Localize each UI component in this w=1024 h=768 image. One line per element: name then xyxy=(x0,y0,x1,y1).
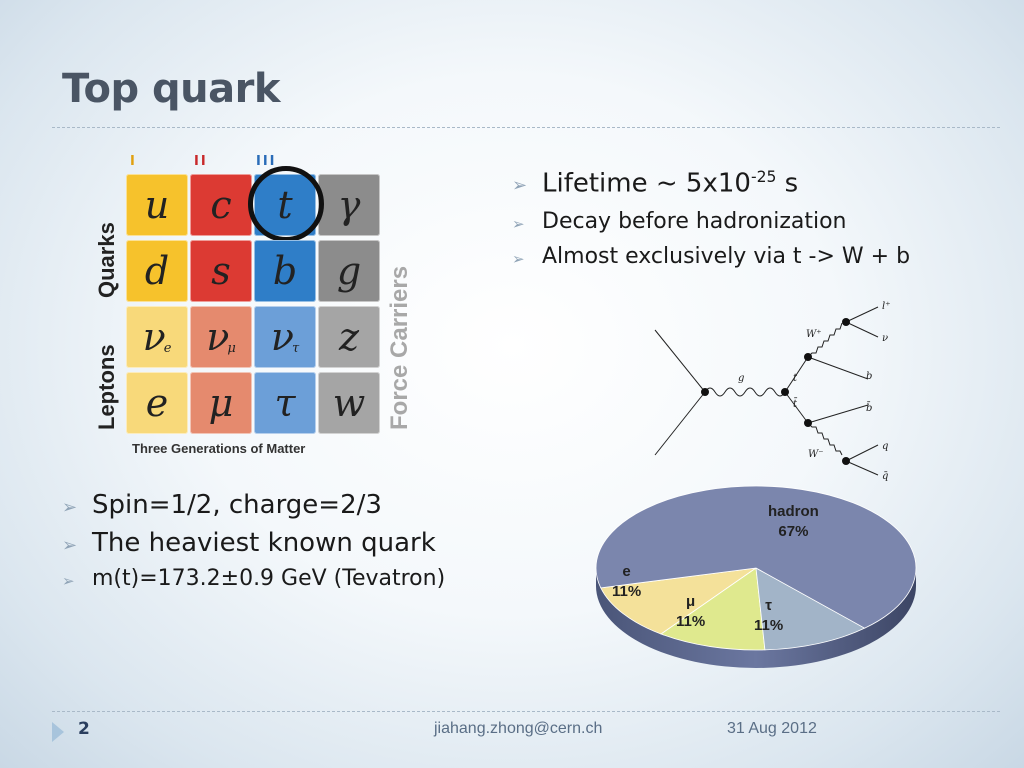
quark-out-line xyxy=(845,444,879,462)
pie-label-e-name: e xyxy=(622,563,631,580)
bullet-heaviest: The heaviest known quark xyxy=(62,528,445,558)
pie-label-e: e 11% xyxy=(612,562,641,602)
label-w-minus: W⁻ xyxy=(808,449,824,460)
footer-date: 31 Aug 2012 xyxy=(727,720,817,737)
vertex-dot xyxy=(804,353,812,361)
bullet-decay-mode: Almost exclusively via t -> W + b xyxy=(512,244,910,269)
label-bbar: b̄ xyxy=(866,402,872,414)
title-divider xyxy=(52,127,1000,128)
boson-g: g xyxy=(318,240,380,302)
footer-email: jiahang.zhong@cern.ch xyxy=(434,720,603,737)
label-qbar: q̄ xyxy=(882,471,888,482)
boson-w: w xyxy=(318,372,380,434)
lepton-e: e xyxy=(126,372,188,434)
incoming-antiquark-line xyxy=(654,391,706,456)
antitop-line xyxy=(784,391,809,424)
pie-slice-3 xyxy=(755,567,866,651)
force-carriers-label: Force Carriers xyxy=(386,265,413,430)
pie-label-mu: μ 11% xyxy=(676,592,705,632)
neutrino-line xyxy=(845,321,879,338)
lepton-line xyxy=(845,306,879,323)
w-minus-line xyxy=(807,422,843,456)
vertex-dot xyxy=(781,388,789,396)
slide-title: Top quark xyxy=(62,66,280,112)
gluon-line xyxy=(704,387,786,397)
pie-slice-1 xyxy=(600,567,757,635)
boson-z: z xyxy=(318,306,380,368)
lepton-tau: τ xyxy=(254,372,316,434)
incoming-quark-line xyxy=(654,329,706,393)
top-quark-highlight-circle xyxy=(248,166,324,242)
label-b: b xyxy=(866,371,872,382)
pie-label-hadron: hadron 67% xyxy=(768,502,819,542)
pie-slices xyxy=(595,485,917,651)
vertex-dot xyxy=(701,388,709,396)
generation-label: III xyxy=(256,154,277,169)
label-tbar: t̄ xyxy=(793,398,798,410)
label-lepton: l⁺ xyxy=(882,301,890,312)
quark-c: c xyxy=(190,174,252,236)
leptons-label: Leptons xyxy=(94,344,119,430)
footer-arrow-icon xyxy=(52,722,64,742)
pie-label-hadron-name: hadron xyxy=(768,503,819,520)
pie-label-hadron-value: 67% xyxy=(778,523,809,540)
table-caption: Three Generations of Matter xyxy=(132,441,306,456)
antiquark-out-line xyxy=(845,460,879,476)
quark-u: u xyxy=(126,174,188,236)
bullet-lifetime: Lifetime ~ 5x10-25 s xyxy=(512,168,910,199)
pie-slice-2 xyxy=(660,567,766,651)
bullet-decay: Decay before hadronization xyxy=(512,209,910,234)
left-bullet-list: Spin=1/2, charge=2/3 The heaviest known … xyxy=(62,490,445,591)
pie-label-tau: τ 11% xyxy=(754,596,783,636)
vertex-dot xyxy=(804,419,812,427)
bbar-line xyxy=(807,404,869,424)
quark-b: b xyxy=(254,240,316,302)
page-number: 2 xyxy=(78,719,90,739)
pie-label-mu-value: 11% xyxy=(676,613,706,630)
label-q: q xyxy=(882,441,888,452)
quark-d: d xyxy=(126,240,188,302)
generation-label: I xyxy=(130,154,137,169)
pie-label-mu-name: μ xyxy=(686,593,696,610)
label-neutrino: ν xyxy=(882,333,888,344)
feynman-diagram: g t t̄ W⁺ W⁻ l⁺ ν b b̄ q q̄ xyxy=(654,301,890,482)
footer-divider xyxy=(52,711,1000,712)
boson-gamma: γ xyxy=(318,174,380,236)
vertex-dot xyxy=(842,318,850,326)
lepton-mu: μ xyxy=(190,372,252,434)
bullet-spin-charge: Spin=1/2, charge=2/3 xyxy=(62,490,445,520)
label-t: t xyxy=(793,373,798,384)
decay-pie-chart: hadron 67% e 11% μ 11% τ 11% xyxy=(590,480,925,680)
vertex-dot xyxy=(842,457,850,465)
label-w-plus: W⁺ xyxy=(806,329,822,340)
pie-label-e-value: 11% xyxy=(612,583,642,600)
top-line xyxy=(784,356,809,393)
quarks-label: Quarks xyxy=(94,222,119,298)
w-plus-line xyxy=(807,322,843,358)
pie-label-tau-name: τ xyxy=(765,597,772,614)
pie-label-tau-value: 11% xyxy=(754,617,784,634)
bullet-mass: m(t)=173.2±0.9 GeV (Tevatron) xyxy=(62,566,445,591)
b-line xyxy=(807,356,869,380)
pie-slice-0 xyxy=(595,485,917,629)
generation-label: II xyxy=(194,154,208,169)
pie-svg xyxy=(595,485,917,668)
pie-depth xyxy=(596,568,916,668)
label-g: g xyxy=(738,373,744,384)
quark-s: s xyxy=(190,240,252,302)
right-bullet-list: Lifetime ~ 5x10-25 s Decay before hadron… xyxy=(512,168,910,269)
pie-side-band xyxy=(596,568,916,668)
